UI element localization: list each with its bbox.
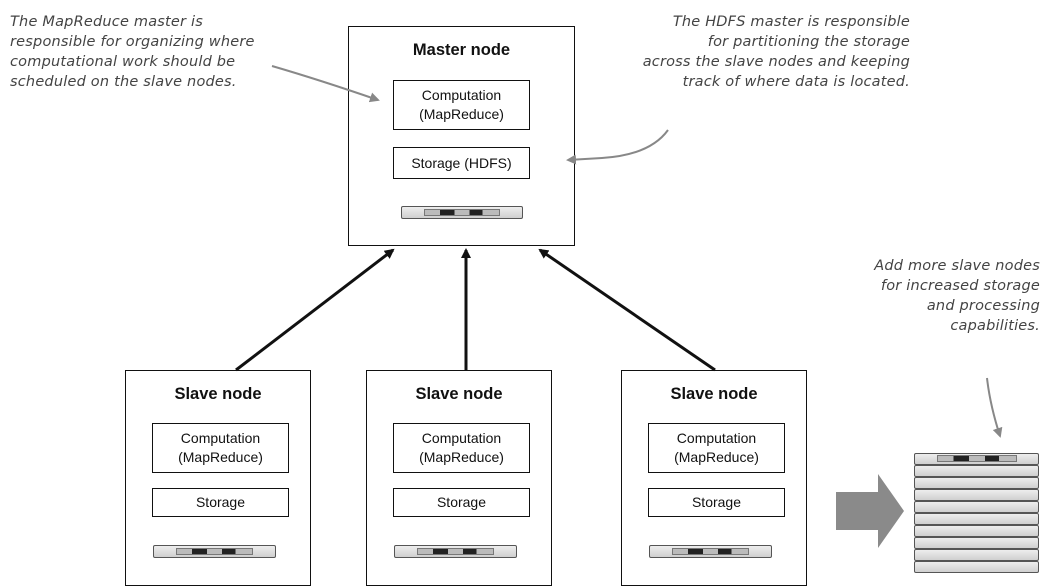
stacked-server-icon bbox=[914, 513, 1039, 525]
slave-node-title: Slave node bbox=[174, 385, 262, 403]
hdfs-annotation-arrow bbox=[566, 129, 669, 165]
stacked-server-icon bbox=[914, 549, 1039, 561]
slave-computation-box: Computation (MapReduce) bbox=[393, 423, 530, 473]
slave-server-icon bbox=[649, 545, 772, 558]
master-node-title: Master node bbox=[412, 41, 511, 59]
scale-out-annotation-arrow bbox=[986, 377, 1003, 438]
slave1-to-master-arrow bbox=[235, 248, 395, 372]
stacked-server-icon bbox=[914, 477, 1039, 489]
add-nodes-block-arrow bbox=[836, 474, 904, 548]
slave-computation-box: Computation (MapReduce) bbox=[648, 423, 785, 473]
master-storage-box: Storage (HDFS) bbox=[393, 147, 530, 179]
slave-server-icon bbox=[394, 545, 517, 558]
slave-node-2: Slave node Computation (MapReduce) Stora… bbox=[366, 370, 552, 586]
slave-storage-box: Storage bbox=[393, 488, 530, 517]
mapreduce-master-annotation: The MapReduce master is responsible for … bbox=[10, 14, 255, 90]
slave-storage-box: Storage bbox=[152, 488, 289, 517]
slave-node-1: Slave node Computation (MapReduce) Stora… bbox=[125, 370, 311, 586]
stacked-server-icon bbox=[914, 489, 1039, 501]
scale-out-annotation: Add more slave nodes for increased stora… bbox=[874, 258, 1040, 334]
slave-server-icon bbox=[153, 545, 276, 558]
slave-storage-box: Storage bbox=[648, 488, 785, 517]
master-server-icon bbox=[401, 206, 523, 219]
hdfs-master-annotation: The HDFS master is responsible for parti… bbox=[642, 14, 910, 90]
stacked-server-icon bbox=[914, 465, 1039, 477]
stacked-server-icon bbox=[914, 561, 1039, 573]
stacked-server-icon bbox=[914, 525, 1039, 537]
additional-servers-stack bbox=[914, 453, 1039, 573]
slave-node-3: Slave node Computation (MapReduce) Stora… bbox=[621, 370, 807, 586]
stacked-server-icon bbox=[914, 537, 1039, 549]
slave-node-title: Slave node bbox=[415, 385, 503, 403]
master-computation-box: Computation (MapReduce) bbox=[393, 80, 530, 130]
slave-computation-box: Computation (MapReduce) bbox=[152, 423, 289, 473]
stacked-server-icon bbox=[914, 501, 1039, 513]
slave3-to-master-arrow bbox=[538, 248, 716, 372]
master-node: Master node Computation (MapReduce) Stor… bbox=[348, 26, 575, 246]
slave-node-title: Slave node bbox=[670, 385, 758, 403]
